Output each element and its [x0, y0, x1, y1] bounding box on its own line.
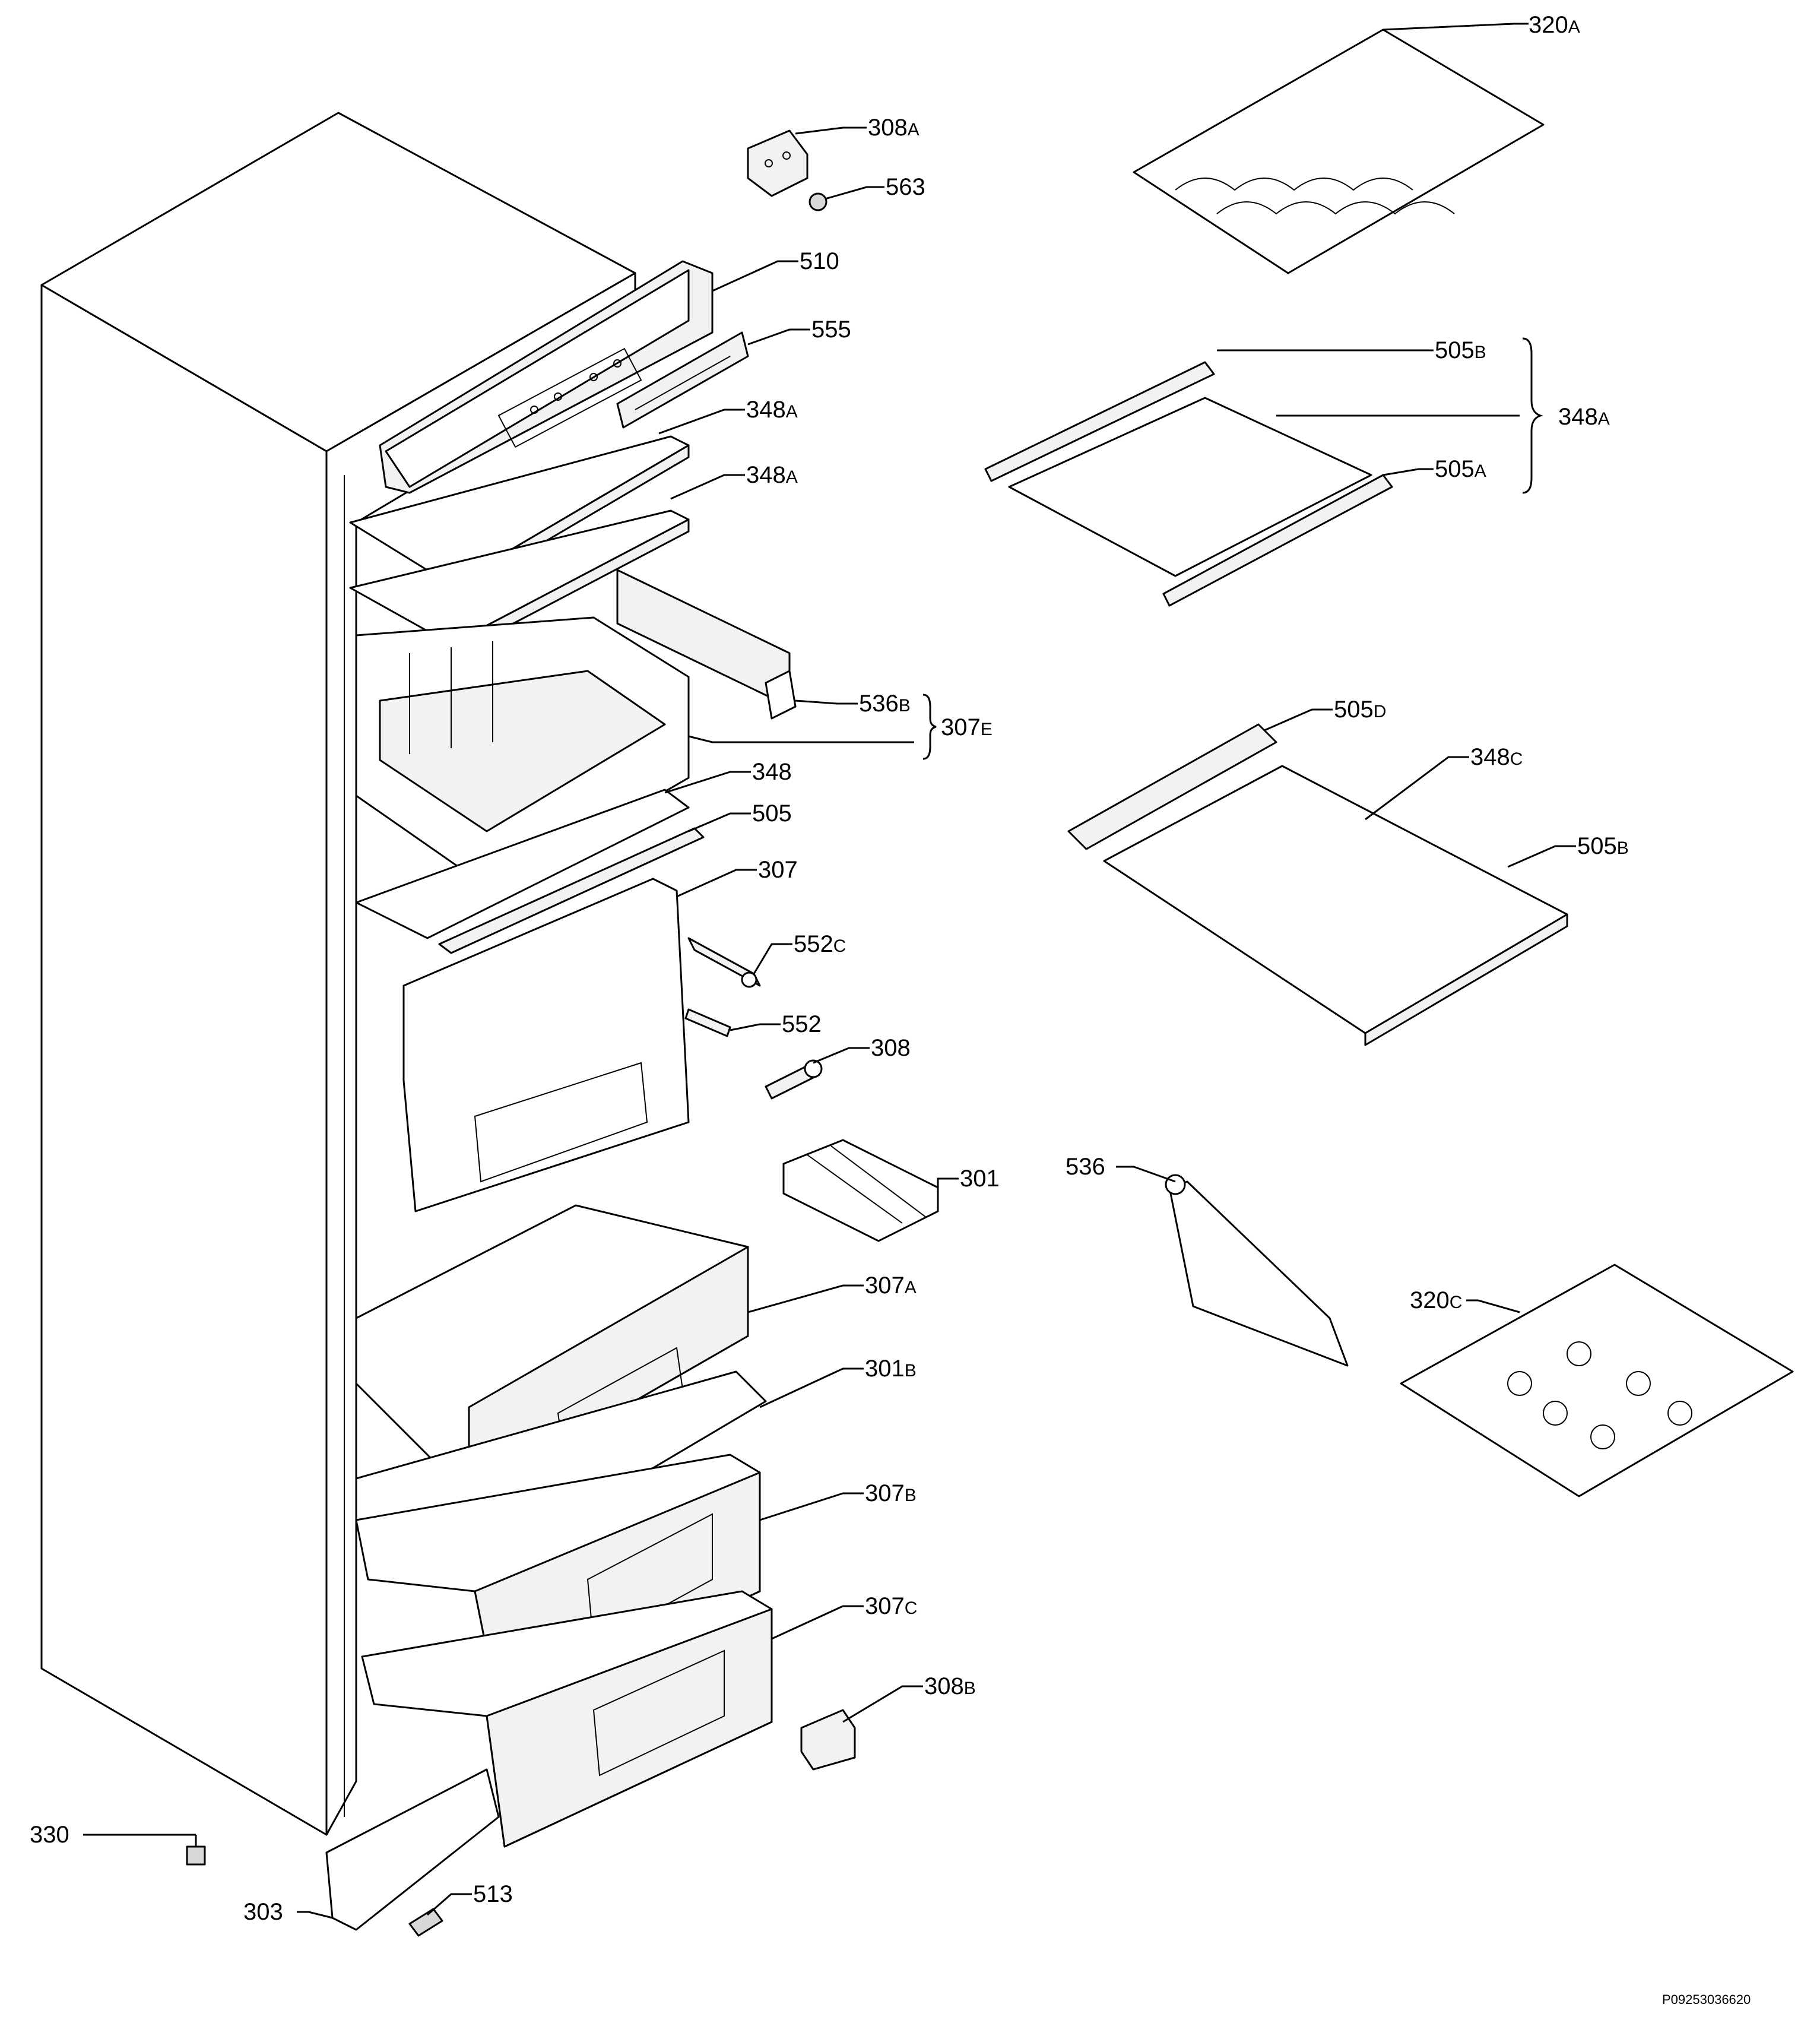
callout-301: 301 [960, 1166, 1000, 1192]
callout-505b-1: 505B [1435, 337, 1486, 363]
glass-shelf-348a-lower [349, 509, 690, 657]
callout-330: 330 [30, 1822, 69, 1848]
leveling-foot-330 [186, 1835, 206, 1866]
screw-563 [808, 192, 827, 211]
callout-348a-1: 348A [746, 397, 798, 423]
shelf-trim-505 [438, 827, 705, 954]
clip-513 [408, 1908, 443, 1937]
callout-labels: 320A 308A 563 510 555 348A 348A 505B 348… [30, 12, 1629, 1925]
callout-308b: 308B [924, 1673, 976, 1699]
rail-552 [684, 1008, 731, 1037]
glass-shelf-assembly-348a [984, 361, 1393, 607]
rail-552c [687, 937, 761, 988]
hinge-308b [800, 1709, 856, 1771]
brace-348a [1522, 337, 1543, 494]
callout-505a: 505A [1435, 456, 1486, 482]
brace-307e [922, 694, 937, 760]
divider-536 [1165, 1174, 1349, 1367]
callout-348: 348 [752, 759, 792, 785]
ice-tray-301 [782, 1139, 939, 1242]
freezer-flap-307 [402, 878, 690, 1212]
callout-505: 505 [752, 800, 792, 827]
hinge-308 [765, 1059, 823, 1100]
callout-513: 513 [473, 1881, 513, 1907]
callout-307e: 307E [941, 714, 993, 740]
callout-563: 563 [886, 174, 925, 200]
callout-536: 536 [1066, 1154, 1105, 1180]
callout-348c: 348C [1470, 744, 1523, 770]
callout-308a: 308A [868, 115, 919, 141]
drain-plate-320c [1400, 1264, 1794, 1497]
callout-307b: 307B [865, 1480, 917, 1506]
callout-505d: 505D [1334, 696, 1386, 723]
callout-320a: 320A [1529, 12, 1580, 38]
callout-555: 555 [811, 316, 851, 343]
callout-348a-2: 348A [746, 462, 798, 488]
light-cover-555 [616, 331, 749, 429]
divider-536b [616, 569, 797, 720]
plinth-303 [325, 1768, 500, 1931]
callout-552c: 552C [794, 931, 846, 957]
callout-552: 552 [782, 1011, 822, 1037]
control-panel-510 [379, 260, 714, 494]
callout-348a-group: 348A [1558, 404, 1610, 430]
glass-shelf-348 [355, 789, 690, 939]
bottle-rack-320a [1133, 29, 1545, 274]
leader-lines [83, 23, 1576, 1919]
callout-303: 303 [243, 1899, 283, 1925]
callout-308: 308 [871, 1035, 911, 1061]
callout-307: 307 [758, 857, 798, 883]
callout-307a: 307A [865, 1272, 917, 1299]
hinge-308a [747, 129, 808, 197]
callout-307c: 307C [865, 1593, 917, 1619]
shelf-assembly-348c [1067, 723, 1568, 1046]
callout-505b-2: 505B [1577, 833, 1629, 859]
callout-510: 510 [800, 248, 839, 274]
callout-301b: 301B [865, 1356, 917, 1382]
callout-320c: 320C [1410, 1287, 1462, 1313]
drawing-id: P09253036620 [1662, 1992, 1751, 2007]
freezer-drawer-307c [361, 1590, 773, 1848]
callout-536b: 536B [859, 691, 911, 717]
